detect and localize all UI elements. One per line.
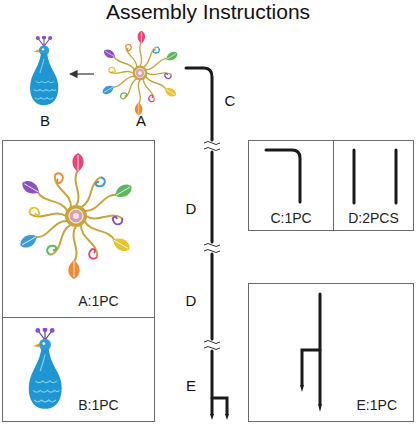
part-letter: B <box>40 112 50 129</box>
part-count: E:1PC <box>357 397 397 413</box>
page-title: Assembly Instructions <box>0 0 416 24</box>
part-rod <box>266 150 396 404</box>
part-count: C:1PC <box>270 210 311 226</box>
stake-tip <box>210 414 229 420</box>
part-count: A:1PC <box>78 293 118 309</box>
peacock-figure <box>29 327 62 408</box>
part-letter: C <box>225 92 236 109</box>
part-panel: D:2PCS <box>333 140 414 231</box>
attach-arrow <box>70 73 94 74</box>
pinwheel-figure <box>101 31 179 116</box>
part-panel: B:1PC <box>2 317 155 422</box>
part-letter: A <box>136 112 146 129</box>
part-panel: C:1PC <box>248 140 334 231</box>
break-mark <box>204 142 220 350</box>
part-letter: E <box>186 377 196 394</box>
part-letter: D <box>186 292 197 309</box>
part-panel: A:1PC <box>2 140 155 318</box>
part-count: D:2PCS <box>348 210 399 226</box>
part-letter: D <box>186 200 197 217</box>
part-count: B:1PC <box>78 397 118 413</box>
stake-pole <box>186 68 227 414</box>
pinwheel-figure <box>18 153 135 279</box>
part-panel: E:1PC <box>248 283 414 422</box>
peacock-figure <box>30 35 58 105</box>
stake-tip <box>300 385 322 412</box>
